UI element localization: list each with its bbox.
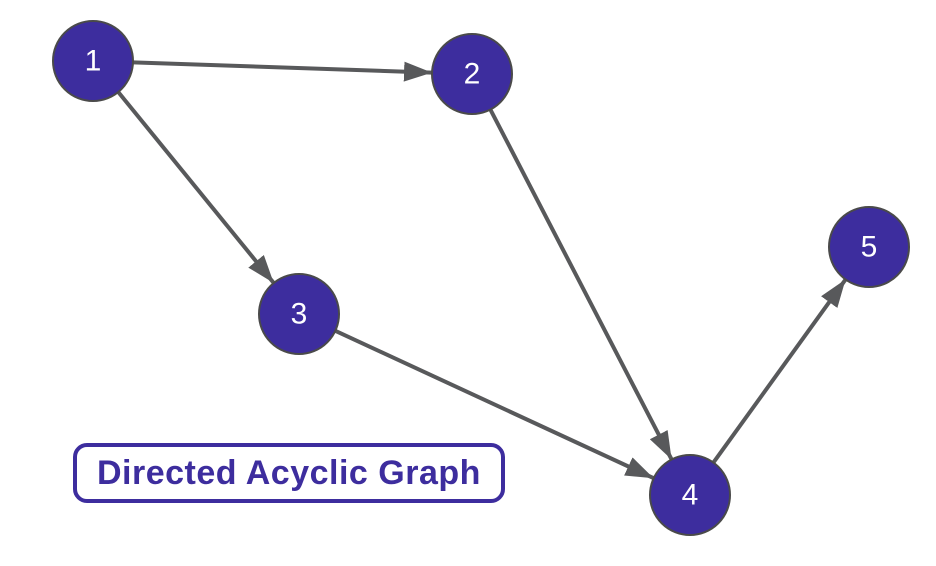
node-4: 4 — [649, 454, 731, 536]
node-circle-5 — [828, 206, 910, 288]
node-circle-1 — [52, 20, 134, 102]
node-label-3: 3 — [291, 298, 308, 331]
edges-layer — [116, 60, 848, 481]
nodes-layer: 1 2 3 4 5 — [52, 20, 910, 536]
node-circle-2 — [431, 33, 513, 115]
node-label-1: 1 — [85, 45, 102, 78]
node-circle-4 — [649, 454, 731, 536]
node-label-4: 4 — [682, 479, 699, 512]
node-2: 2 — [431, 33, 513, 115]
edge-1-2 — [132, 60, 433, 82]
dag-label-box: Directed Acyclic Graph — [73, 443, 505, 503]
node-label-2: 2 — [464, 58, 481, 91]
node-5: 5 — [828, 206, 910, 288]
edge-2-4 — [488, 108, 674, 461]
edge-3-4 — [334, 328, 655, 481]
node-label-5: 5 — [861, 231, 878, 264]
edge-4-5 — [711, 278, 848, 464]
node-3: 3 — [258, 273, 340, 355]
edge-1-3 — [116, 90, 276, 285]
node-circle-3 — [258, 273, 340, 355]
dag-label-text: Directed Acyclic Graph — [97, 453, 481, 492]
node-1: 1 — [52, 20, 134, 102]
